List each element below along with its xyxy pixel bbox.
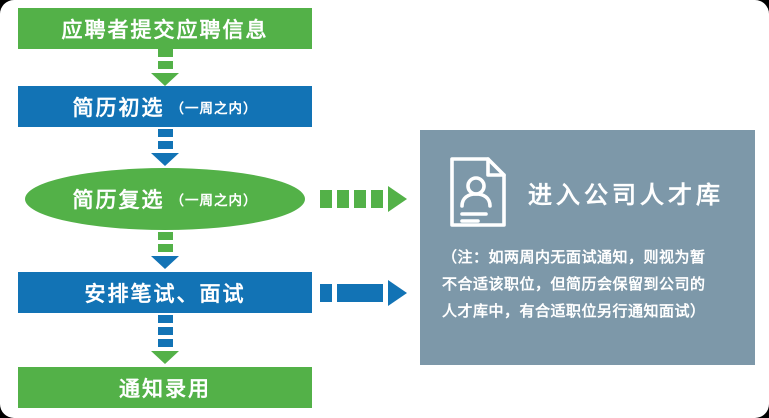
arrow-down-icon bbox=[151, 315, 179, 364]
flow-step-submit-application: 应聘者提交应聘信息 bbox=[18, 8, 312, 49]
step-sublabel: （一周之内） bbox=[170, 100, 258, 116]
step-label: 通知录用 bbox=[119, 377, 211, 401]
step-label: 应聘者提交应聘信息 bbox=[61, 18, 269, 42]
flow-step-offer-notification: 通知录用 bbox=[18, 367, 312, 408]
step-label: 安排笔试、面试 bbox=[84, 282, 246, 306]
step-label: 简历复选 bbox=[72, 189, 165, 212]
arrow-right-icon bbox=[320, 280, 407, 306]
talent-pool-header: 进入公司人才库 bbox=[420, 130, 755, 228]
note-line: 人才库中，有合适职位另行通知面试） bbox=[442, 303, 706, 320]
flow-step-arrange-tests-interview: 安排笔试、面试 bbox=[18, 272, 312, 313]
note-line: （注：如两周内无面试通知，则视为暂 bbox=[442, 249, 706, 266]
talent-pool-panel: 进入公司人才库 （注：如两周内无面试通知，则视为暂 不合适该职位，但简历会保留到… bbox=[420, 130, 755, 365]
talent-pool-note: （注：如两周内无面试通知，则视为暂 不合适该职位，但简历会保留到公司的 人才库中… bbox=[420, 244, 755, 325]
talent-pool-title: 进入公司人才库 bbox=[528, 181, 724, 209]
flow-step-resume-second-screening: 简历复选 （一周之内） bbox=[25, 168, 305, 230]
arrow-right-icon bbox=[320, 186, 407, 212]
step-sublabel: （一周之内） bbox=[170, 193, 258, 208]
arrow-down-icon bbox=[151, 49, 179, 86]
flow-step-resume-initial-screening: 简历初选 （一周之内） bbox=[18, 86, 312, 127]
resume-document-icon bbox=[450, 157, 506, 227]
note-line: 不合适该职位，但简历会保留到公司的 bbox=[442, 276, 706, 293]
arrow-down-icon bbox=[151, 232, 179, 269]
step-label: 简历初选 bbox=[72, 96, 165, 120]
arrow-down-icon bbox=[151, 129, 179, 166]
